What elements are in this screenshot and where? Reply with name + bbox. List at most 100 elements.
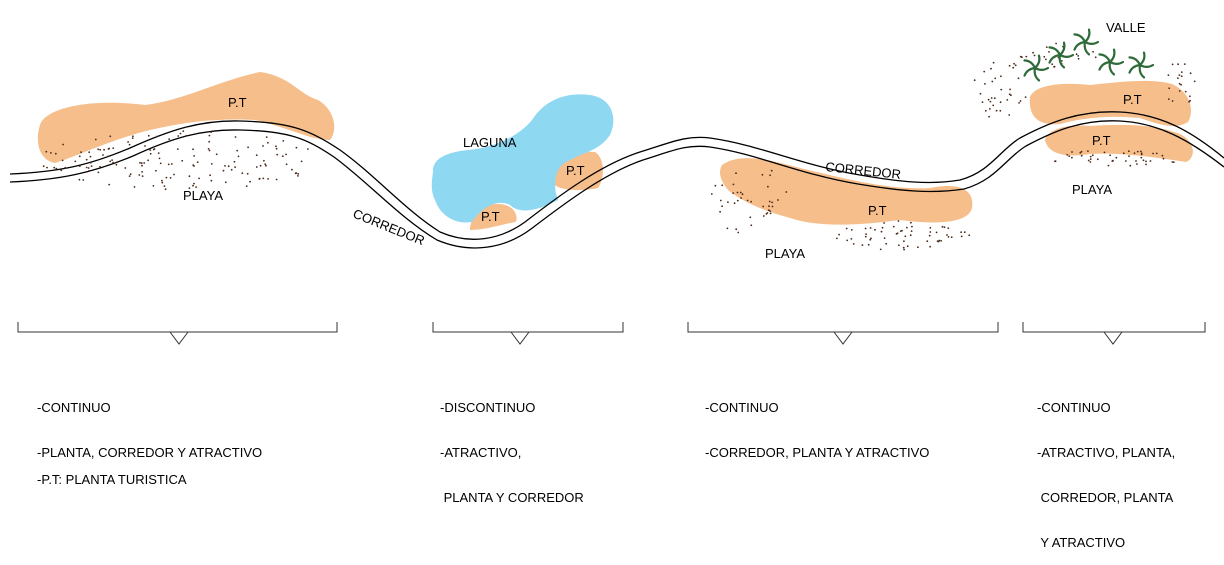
sand-dot [898, 244, 900, 247]
sand-dot [845, 227, 848, 230]
segment-description-3: -CONTINUO -CORREDOR, PLANTA Y ATRACTIVO [705, 370, 929, 475]
sand-dot [1193, 80, 1196, 83]
segment-description-2: -DISCONTINUO -ATRACTIVO, PLANTA Y CORRED… [440, 370, 584, 520]
label-pt-1: P.T [228, 95, 247, 110]
sand-dot [275, 145, 277, 148]
sand-dot [78, 155, 81, 158]
sand-dot [173, 173, 175, 176]
sand-dot [176, 148, 179, 151]
sand-dot [727, 201, 729, 204]
sand-dot [777, 199, 779, 201]
sand-dot [1140, 152, 1143, 155]
segment-1-line-2: -PLANTA, CORREDOR Y ATRACTIVO [37, 445, 263, 460]
sand-dot [188, 187, 191, 190]
sand-dot [131, 137, 134, 140]
sand-dot [883, 222, 885, 224]
sand-dot [1055, 42, 1057, 45]
sand-dot [990, 67, 992, 70]
bracket-3 [687, 322, 999, 345]
sand-dot [1107, 164, 1110, 167]
sand-dot [767, 185, 769, 188]
sand-dot [910, 230, 913, 233]
sand-dot [188, 175, 191, 178]
sand-dot [903, 240, 905, 243]
planta-blobs [37, 72, 1193, 230]
sand-dot [60, 169, 63, 172]
sand-dot [928, 234, 931, 237]
sand-dot [1122, 152, 1125, 155]
sand-dot [74, 160, 77, 163]
sand-dot [138, 174, 141, 176]
pt-area-2 [555, 151, 603, 191]
sand-dot [1008, 64, 1011, 67]
sand-dot [850, 229, 853, 231]
sand-dot [968, 234, 971, 237]
sand-dot [1092, 50, 1094, 53]
sand-dot [112, 161, 114, 164]
sand-dot [112, 147, 115, 150]
sand-dot [1189, 72, 1192, 75]
sand-dot [153, 148, 156, 150]
sand-dot [963, 231, 966, 234]
sand-dot [999, 109, 1002, 112]
segment-2-line-1: -DISCONTINUO [440, 400, 536, 415]
sand-dot [979, 92, 982, 95]
sand-dot [732, 192, 735, 195]
label-pt-3: P.T [481, 209, 500, 224]
sand-dot [103, 148, 105, 151]
sand-dot [903, 248, 905, 251]
pt-area-1 [37, 72, 335, 163]
sand-dot [53, 166, 56, 169]
sand-dot [735, 228, 738, 231]
sand-dot [746, 199, 749, 202]
sand-dot [714, 184, 717, 187]
sand-dot [88, 169, 91, 172]
sand-dot [267, 141, 269, 144]
segment-4-line-4: Y ATRACTIVO [1037, 535, 1126, 550]
sand-dot [850, 238, 853, 240]
sand-dot [234, 136, 237, 138]
sand-dot [255, 166, 258, 168]
sand-dot [993, 97, 996, 100]
sand-dot [1152, 152, 1154, 155]
sand-dot [1178, 82, 1181, 85]
valle-vegetation [1023, 28, 1155, 82]
sand-dot [769, 174, 771, 177]
sand-dot [259, 164, 262, 167]
label-corredor-1: CORREDOR [351, 206, 427, 248]
sand-dot [940, 239, 942, 242]
sand-dot [749, 216, 752, 219]
label-playa-1: PLAYA [183, 188, 223, 203]
bracket-1 [17, 322, 338, 345]
sand-dot [1167, 74, 1170, 76]
sand-dot [307, 148, 309, 150]
sand-dot [163, 185, 166, 188]
sand-dot [869, 227, 872, 229]
sand-dot [1061, 60, 1063, 62]
sand-dot [879, 248, 882, 251]
sand-dot [984, 109, 987, 112]
sand-dot [983, 70, 986, 73]
sand-dot [62, 143, 64, 146]
sand-dot [140, 162, 143, 165]
plant-icon [1048, 41, 1075, 69]
sand-dot [1013, 62, 1015, 65]
sand-dot [102, 154, 104, 156]
sand-dot [127, 141, 129, 143]
sand-dot [984, 83, 986, 85]
sand-dot [1068, 155, 1071, 158]
sand-dot [771, 205, 774, 208]
sand-dot [1142, 159, 1145, 162]
sand-dot [1033, 54, 1036, 57]
pt-area-5 [1029, 80, 1192, 127]
sand-dot [1096, 158, 1099, 161]
sand-dot [901, 229, 903, 232]
label-playa-3: PLAYA [1072, 182, 1112, 197]
sand-dot [129, 173, 132, 176]
sand-dot [910, 221, 912, 224]
sand-dot [736, 191, 739, 194]
sand-dot [210, 131, 213, 134]
sand-dot [234, 166, 237, 169]
sand-dot [1079, 151, 1082, 154]
sand-dot [132, 135, 134, 138]
